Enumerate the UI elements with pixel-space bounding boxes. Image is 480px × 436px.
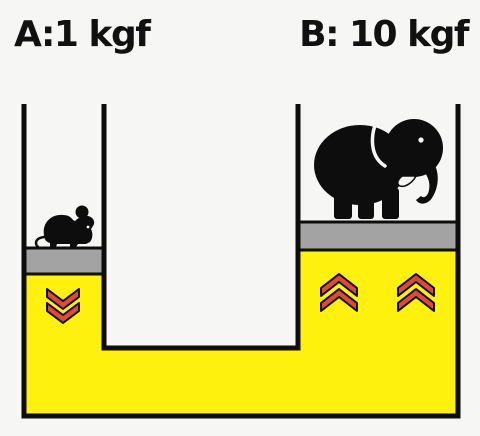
label-piston-b: B: 10 kgf	[299, 14, 469, 55]
chevron-down-double-icon	[46, 288, 80, 324]
piston-b	[298, 222, 458, 250]
label-piston-a: A:1 kgf	[14, 14, 151, 55]
chevron-up-double-icon	[397, 273, 435, 312]
mouse-icon	[34, 205, 95, 249]
piston-a	[24, 248, 104, 274]
elephant-icon	[314, 111, 443, 219]
chevron-up-double-icon	[320, 273, 358, 312]
container-walls	[21, 104, 461, 419]
hydraulic-fluid	[24, 250, 458, 416]
